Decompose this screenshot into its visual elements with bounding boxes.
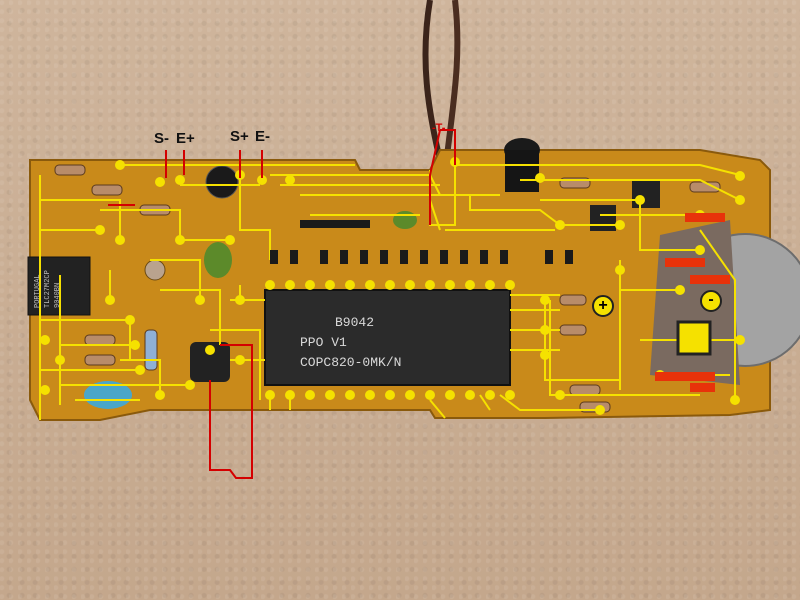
label-s-plus: S+ <box>230 128 249 145</box>
resistor-10 <box>84 334 116 346</box>
battery-contact-square <box>676 320 712 356</box>
plus-sign: + <box>598 297 608 314</box>
resistor-12 <box>144 329 158 371</box>
label-s-minus: S- <box>154 130 169 147</box>
label-e-minus: E- <box>255 128 270 145</box>
lcd-contact-pads <box>270 220 573 264</box>
pad-row-bottom <box>265 390 515 400</box>
ceramic-cap-blue <box>84 381 132 409</box>
main-ic-label-line1: B9042 <box>335 315 375 330</box>
pad-row-top <box>265 280 515 290</box>
resistor-7 <box>559 324 587 336</box>
mount-hole <box>144 259 166 281</box>
resistor-1 <box>54 164 86 176</box>
electrolytic-cap-body <box>505 150 539 192</box>
battery-red-markers <box>655 213 730 392</box>
label-t-minus: -T- <box>432 122 446 134</box>
resistor-8 <box>569 384 601 396</box>
transistor-right-2 <box>590 205 616 231</box>
op-amp-label-line2: TLC27M2CP <box>44 270 52 308</box>
op-amp-label-line3: 9040BN <box>54 282 62 308</box>
main-ic-body <box>264 289 511 386</box>
minus-sign: - <box>708 291 714 308</box>
resistor-2 <box>91 184 123 196</box>
op-amp-label-line1: PORTUGAL <box>34 274 42 308</box>
battery-holder <box>650 220 740 385</box>
ceramic-cap-green <box>393 211 417 229</box>
resistor-11 <box>84 354 116 366</box>
transistor-left <box>190 342 230 382</box>
main-ic-label-line2: PPO V1 <box>300 335 347 350</box>
ceramic-cap-green-2 <box>204 242 232 278</box>
resistor-6 <box>559 294 587 306</box>
main-ic-label-line3: COPC820-0MK/N <box>300 355 402 370</box>
label-e-plus: E+ <box>176 130 195 147</box>
red-annotations <box>108 129 456 479</box>
wire-left <box>422 0 443 161</box>
wire-right <box>443 0 461 166</box>
electrolytic-cap-left <box>205 165 239 199</box>
minus-circle <box>700 290 722 312</box>
plus-circle <box>592 295 614 317</box>
transistor-right <box>632 180 660 208</box>
